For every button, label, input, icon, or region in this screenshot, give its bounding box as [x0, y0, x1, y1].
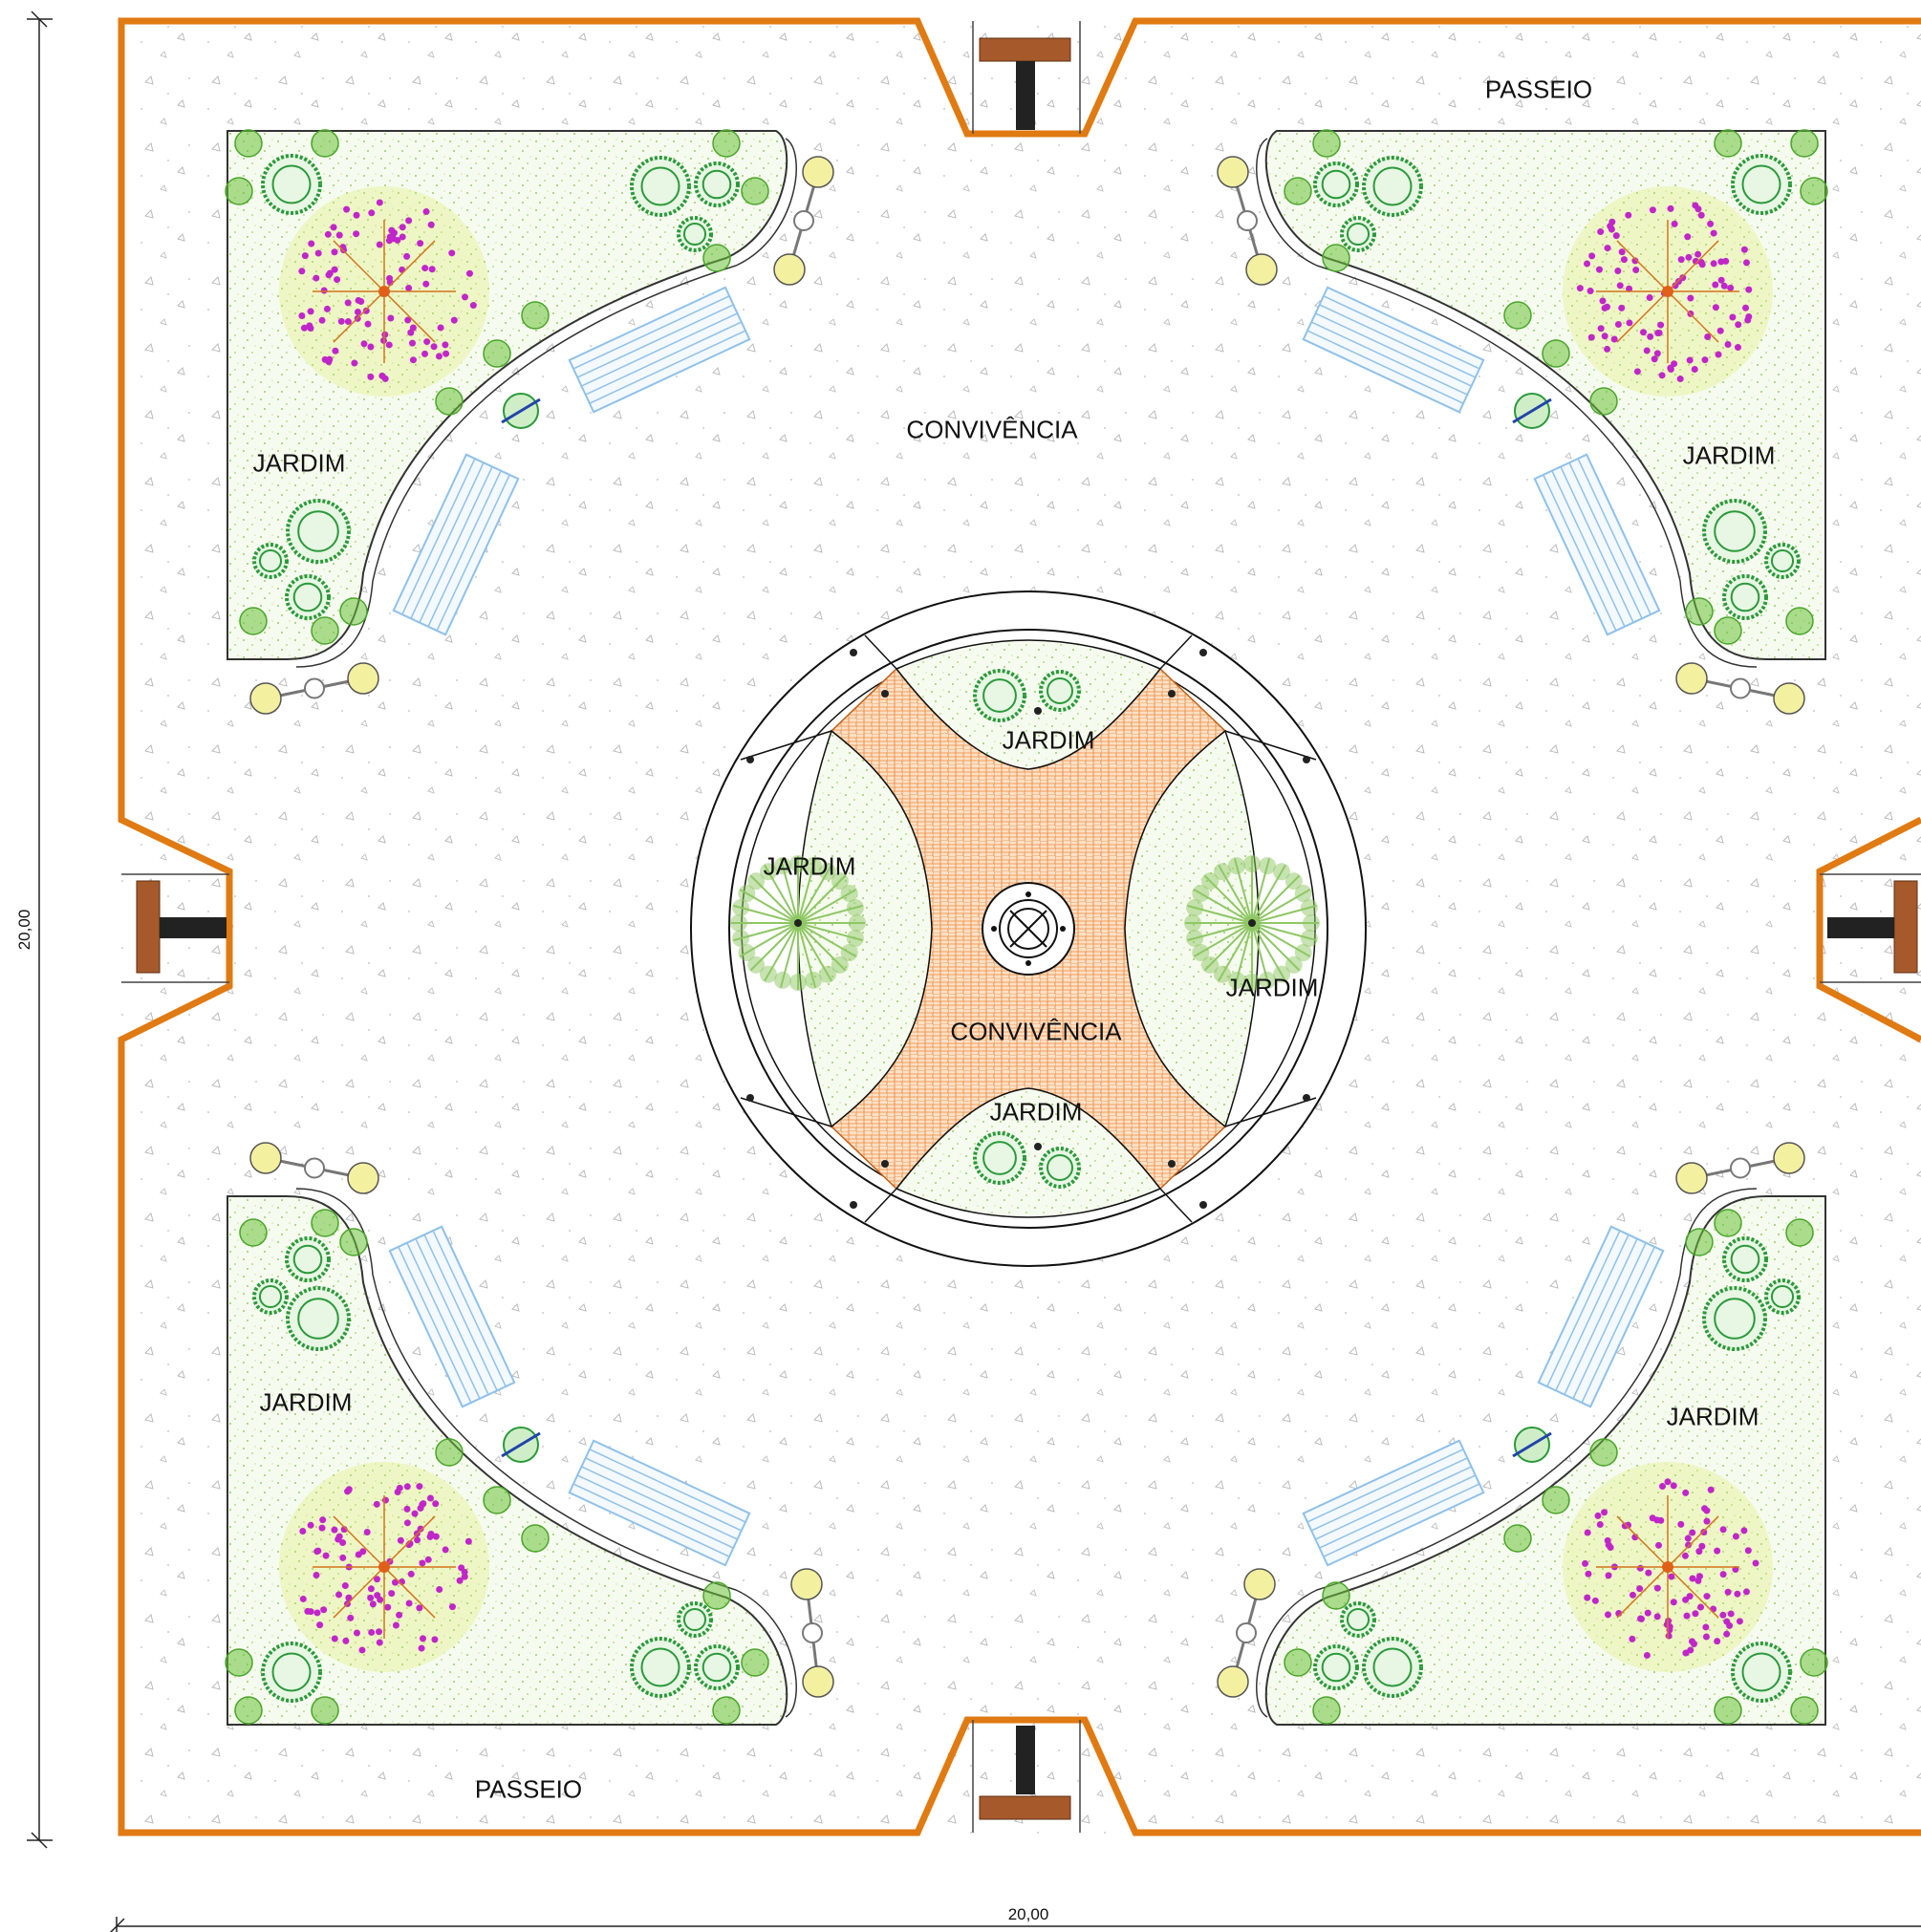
label-jardim-bottom-right: JARDIM — [1666, 1402, 1759, 1431]
label-jardim-center-top: JARDIM — [1002, 725, 1095, 755]
hedge — [1284, 1209, 1828, 1725]
lamp-post — [1675, 1142, 1805, 1194]
flowering-tree — [279, 186, 489, 397]
shrub — [285, 1236, 331, 1282]
flowering-tree — [279, 1462, 489, 1672]
shrub — [1722, 1236, 1768, 1282]
shrub — [1702, 499, 1767, 564]
lamp-post — [1217, 1568, 1276, 1698]
shrub — [1313, 161, 1359, 207]
shrub — [694, 1644, 740, 1690]
hedge — [225, 1209, 769, 1725]
shrub — [1039, 670, 1081, 712]
lamp-layer — [249, 156, 1805, 1698]
plaza-boundary — [118, 17, 1921, 1836]
dimension-label-width: 20,00 — [1007, 1905, 1049, 1923]
shrub — [1340, 216, 1376, 252]
fountain — [982, 882, 1075, 976]
bin — [501, 393, 541, 429]
lamp-post — [1217, 156, 1278, 286]
shrub — [1702, 1286, 1767, 1351]
central-plaza — [690, 590, 1367, 1267]
garden-bed-top-left — [227, 130, 797, 668]
label-jardim-center-bottom: JARDIM — [989, 1097, 1083, 1127]
flowering-tree — [1563, 1462, 1773, 1672]
shrub — [1731, 1642, 1792, 1703]
shrub — [694, 161, 740, 207]
bin — [501, 1427, 541, 1463]
shrub — [677, 1601, 713, 1638]
lamp-post — [790, 1568, 834, 1698]
shrub — [1313, 1644, 1359, 1690]
bench — [1537, 1225, 1665, 1408]
bench — [1302, 286, 1485, 414]
shrub — [252, 543, 289, 579]
gate-left — [121, 873, 229, 983]
garden-bed-bottom-left — [227, 1188, 797, 1726]
label-passeio-top: PASSEIO — [1484, 75, 1593, 104]
center-planting-layer — [730, 669, 1320, 1189]
shrub — [630, 1637, 691, 1698]
shrub — [286, 499, 351, 564]
label-jardim-center-left: JARDIM — [763, 851, 856, 881]
gate-top — [972, 21, 1081, 134]
shrub — [1731, 154, 1792, 215]
gate-bottom — [972, 1720, 1081, 1833]
shrub — [1340, 1601, 1376, 1638]
gate-right — [1820, 873, 1921, 983]
label-convivencia-top: CONVIVÊNCIA — [906, 415, 1078, 444]
shrub — [1764, 1278, 1801, 1315]
label-jardim-top-right: JARDIM — [1682, 440, 1776, 470]
shrub — [973, 1131, 1026, 1185]
dimension-label-height: 20,00 — [15, 909, 33, 951]
bench — [392, 453, 520, 636]
garden-bed-top-right — [1256, 130, 1826, 668]
bin — [1512, 393, 1552, 429]
shrub — [1039, 1147, 1081, 1189]
shrub — [630, 156, 691, 217]
lamp-post — [1675, 662, 1805, 715]
bench — [568, 1439, 751, 1567]
bench-layer — [388, 286, 1665, 1567]
shrub — [261, 154, 322, 215]
flowering-tree — [1563, 186, 1773, 397]
bench — [1533, 453, 1661, 636]
shrub — [1722, 574, 1768, 620]
shrub — [261, 1642, 322, 1703]
lamp-post — [773, 156, 834, 286]
planting-layer — [225, 129, 1828, 1725]
label-jardim-center-right: JARDIM — [1225, 973, 1319, 1002]
label-convivencia-center: CONVIVÊNCIA — [950, 1017, 1122, 1046]
shrub — [1764, 543, 1801, 579]
lamp-post — [249, 662, 379, 715]
shrub — [286, 1286, 351, 1351]
label-jardim-bottom-left: JARDIM — [259, 1387, 353, 1417]
hedge — [1284, 129, 1828, 645]
lamp-post — [249, 1142, 379, 1194]
dimension-horizontal — [109, 1917, 1921, 1932]
shrub — [1362, 1637, 1423, 1698]
label-passeio-bottom: PASSEIO — [474, 1774, 583, 1804]
hedge — [225, 129, 769, 645]
shrub — [973, 669, 1026, 722]
label-jardim-top-left: JARDIM — [252, 448, 346, 478]
lawn-tree — [1184, 855, 1320, 991]
center-garden-top — [895, 639, 1162, 770]
bench — [1302, 1439, 1485, 1567]
shrub — [285, 574, 331, 620]
shrub — [252, 1278, 289, 1315]
bench — [568, 286, 751, 414]
shrub — [677, 216, 713, 252]
garden-bed-bottom-right — [1256, 1188, 1826, 1726]
shrub — [1362, 156, 1423, 217]
bench — [388, 1225, 516, 1408]
lawn-tree — [730, 855, 866, 991]
center-garden-bottom — [895, 1087, 1162, 1218]
dimension-vertical — [27, 11, 53, 1849]
bin — [1512, 1427, 1552, 1463]
